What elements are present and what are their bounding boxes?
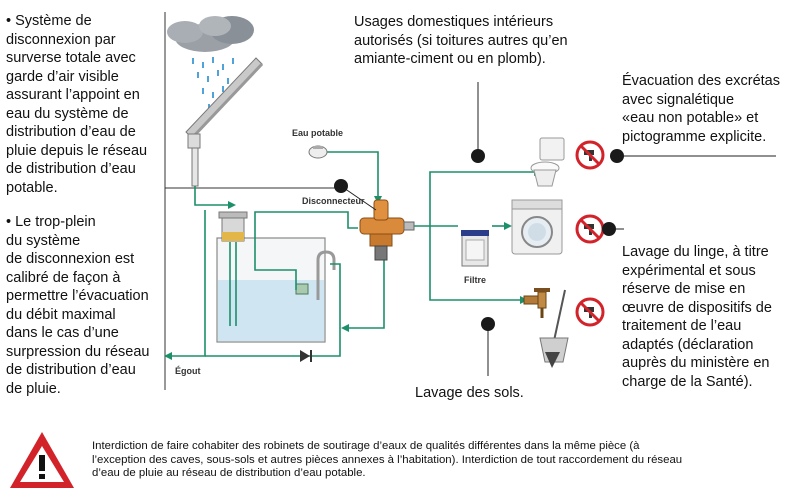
text-line: permettre l’évacuation <box>6 288 149 304</box>
tap-mop-icon <box>523 288 569 368</box>
rainwater-tank <box>216 211 336 343</box>
downpipe <box>187 133 236 209</box>
text-line: réserve de mise en <box>622 281 746 297</box>
text-line: disconnexion par <box>6 31 116 48</box>
text-line: assurant l’appoint en <box>6 87 140 103</box>
text-line: auprès du ministère en <box>622 355 770 371</box>
text-line: • Le trop-plein <box>6 214 96 230</box>
rain-cloud-icon <box>167 16 254 110</box>
text-line: de distribution d’eau <box>6 161 136 177</box>
text-line: pictogramme explicite. <box>622 128 767 145</box>
text-line: avec signalétique <box>622 91 735 108</box>
text-line: pluie depuis le réseau <box>6 142 148 159</box>
text-line: amiante-ciment ou en plomb). <box>354 51 546 67</box>
text-line: surpression du réseau <box>6 343 150 360</box>
warning-text: Interdiction de faire cohabiter des robi… <box>92 440 792 481</box>
label-filtre: Filtre <box>464 275 487 285</box>
label-disconnecteur: Disconnecteur <box>302 196 365 206</box>
left-text-bullet2: • Le trop-plein du système de disconnexi… <box>6 213 161 398</box>
filter-icon <box>461 230 489 267</box>
label-egout: Égout <box>175 366 201 376</box>
text-line: calibré de façon à <box>6 269 121 286</box>
sewer-pipe <box>164 210 341 362</box>
text-line: Interdiction de faire cohabiter des robi… <box>92 440 640 452</box>
no-drinking-icon <box>575 140 605 170</box>
toilet-icon <box>530 137 565 187</box>
right-top-text: Évacuation des excrétas avec signalétiqu… <box>622 72 780 146</box>
text-line: «eau non potable» et <box>622 110 759 126</box>
callout-dots <box>334 149 624 331</box>
text-line: du système <box>6 232 81 249</box>
tank-supply-pipe <box>254 211 358 290</box>
floor-washing-text: Lavage des sols. <box>415 385 524 401</box>
distribution-pipe <box>414 168 542 227</box>
text-line: surverse totale avec <box>6 50 136 66</box>
text-line: de distribution d’eau <box>6 362 136 378</box>
right-mid-text: Lavage du linge, à titre expérimental et… <box>622 243 772 391</box>
text-line: Lavage du linge, à titre <box>622 244 769 260</box>
text-line: charge de la Santé). <box>622 373 753 390</box>
text-line: œuvre de dispositifs de <box>622 299 772 316</box>
water-meter-icon <box>308 145 328 159</box>
text-line: potable. <box>6 179 58 196</box>
no-drinking-icon <box>575 297 605 327</box>
washing-machine-icon <box>511 199 563 255</box>
text-line: d’eau de pluie au réseau de distribution… <box>92 467 366 479</box>
text-line: de pluie. <box>6 380 61 397</box>
text-line: de disconnexion est <box>6 251 135 267</box>
text-line: eau du système de <box>6 105 129 122</box>
text-line: garde d’air visible <box>6 68 119 85</box>
text-line: du débit maximal <box>6 306 116 323</box>
callout-leaders <box>340 82 776 376</box>
label-eau-potable: Eau potable <box>292 128 344 138</box>
left-text-bullet1: • Système de disconnexion par surverse t… <box>6 12 161 197</box>
text-line: Évacuation des excrétas <box>622 73 780 89</box>
text-line: • Système de <box>6 13 92 29</box>
text-line: adaptés (déclaration <box>622 336 754 353</box>
warning-triangle-icon <box>10 432 74 488</box>
drinking-water-pipe <box>326 151 382 204</box>
text-line: distribution d’eau de <box>6 124 136 140</box>
top-usage-text: Usages domestiques intérieurs autorisés … <box>354 13 568 69</box>
disconnector-valve-icon <box>359 199 415 261</box>
text-line: l’exception des caves, sous-sols et autr… <box>92 453 683 466</box>
return-pipe <box>341 258 385 332</box>
text-line: dans le cas d’une <box>6 325 119 341</box>
text-line: autorisés (si toitures autres qu’en <box>354 32 568 49</box>
no-drinking-icon <box>575 214 605 244</box>
text-line: expérimental et sous <box>622 262 756 279</box>
text-line: Usages domestiques intérieurs <box>354 14 554 30</box>
text-line: traitement de l’eau <box>622 318 742 334</box>
pipe-to-tap <box>429 226 528 304</box>
